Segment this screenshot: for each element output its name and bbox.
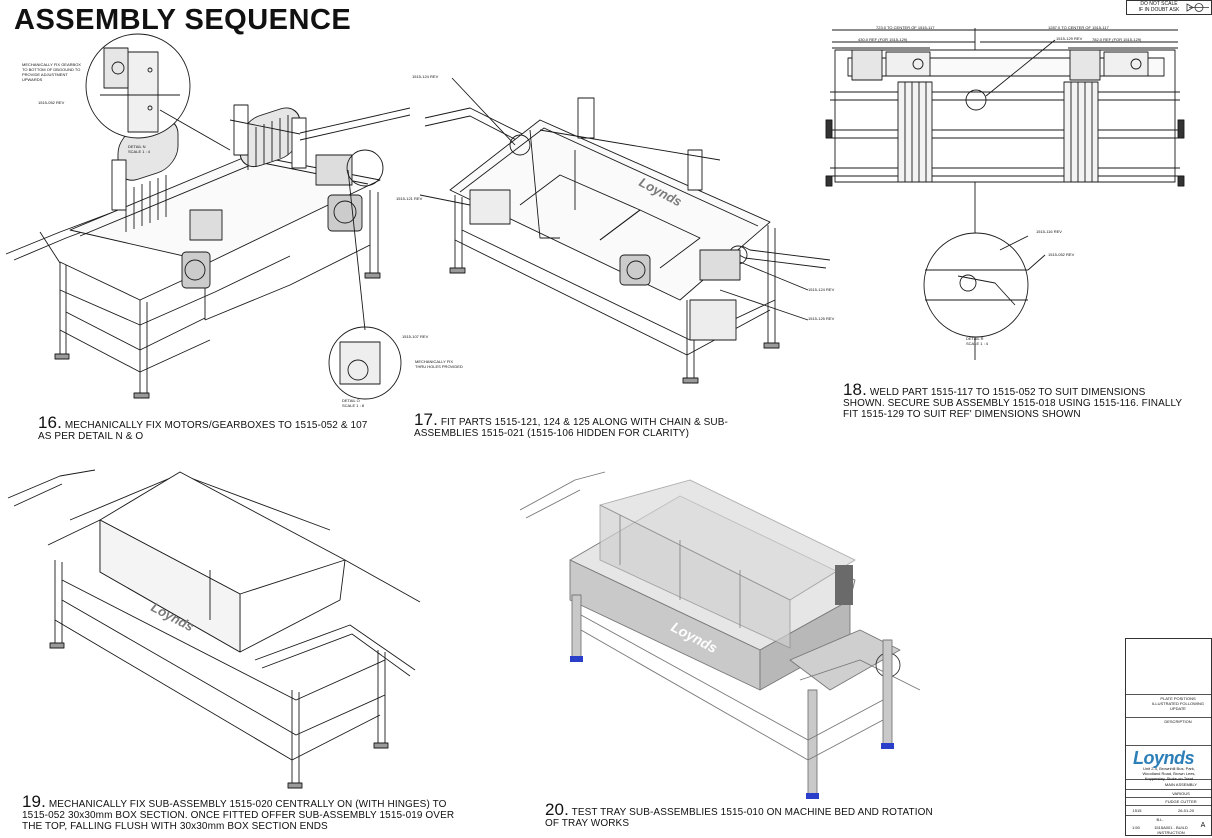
step16-machine [5, 33, 411, 400]
step18-plan [825, 28, 1185, 360]
callout-1515-116: 1515-116 REV [1036, 229, 1062, 234]
drawing-scale: 1:50 [1132, 825, 1140, 830]
callout-1515-107: 1515-107 REV [402, 334, 429, 339]
page-title: ASSEMBLY SEQUENCE [14, 4, 352, 36]
stamp-line-2: IF IN DOUBT ASK [1138, 7, 1180, 13]
sheet-size: A [1200, 822, 1206, 829]
step-19-number: 19. [22, 792, 46, 811]
dim-ref-right: 782.0 REF (FOR 1515-129) [1092, 37, 1142, 42]
detail-r-scale: SCALE 1 : 4 [966, 341, 989, 346]
callout-1515-124-top: 1515-124 REV [412, 74, 439, 79]
company-logo: Loynds [1133, 748, 1195, 768]
component-name: MAIN ASSEMBLY [1164, 782, 1198, 787]
company-address: Unit 2-4, Brownhill Bus. Park, Woodland … [1142, 766, 1196, 781]
project-number: 1515 [1132, 808, 1142, 813]
callout-1515-052: 1515-052 REV [38, 100, 65, 105]
step-20-text-2: OF TRAY WORKS [545, 818, 630, 829]
step-19-caption: 19. MECHANICALLY FIX SUB-ASSEMBLY 1515-0… [22, 793, 455, 832]
title-block: PLATE POSITIONS ILLUSTRATED FOLLOWING UP… [1125, 638, 1212, 836]
callout-1515-124: 1515-124 REV [808, 287, 835, 292]
step17-machine: Loynds [419, 77, 831, 384]
step-18-text-2: SHOWN. SECURE SUB ASSEMBLY 1515-018 USIN… [843, 398, 1183, 409]
callout-1515-121: 1515-121 REV [396, 196, 423, 201]
step-17-text-1: FIT PARTS 1515-121, 124 & 125 ALONG WITH… [440, 417, 728, 428]
step-19-text-1: MECHANICALLY FIX SUB-ASSEMBLY 1515-020 C… [48, 799, 447, 810]
step-20-text-1: TEST TRAY SUB-ASSEMBLIES 1515-010 ON MAC… [571, 807, 933, 818]
step20-machine: Loynds [519, 471, 921, 799]
detail-n-scale: SCALE 1 : 4 [128, 149, 151, 154]
revision-desc-1: PLATE POSITIONS [1160, 696, 1196, 701]
drawing-number: 1515A001 - BUILD INSTRUCTION [1154, 825, 1188, 835]
description-label: DESCRIPTION [1164, 719, 1192, 724]
step-16-caption: 16. MECHANICALLY FIX MOTORS/GEARBOXES TO… [38, 414, 368, 442]
holes-note: MECHANICALLY FIX THRU HOLES PROVIDED [415, 359, 463, 369]
dim-left: 723.0 TO CENTER OF 1515-117 [876, 25, 935, 30]
detail-r-label: DETAIL R [966, 336, 984, 341]
step-16-number: 16. [38, 413, 62, 432]
step-16-text-2: AS PER DETAIL N & O [38, 431, 144, 442]
revision-desc-2: ILLUSTRATED FOLLOWING [1152, 701, 1204, 706]
revision-desc-3: UPDATE [1170, 706, 1186, 711]
step-18-caption: 18. WELD PART 1515-117 TO 1515-052 TO SU… [843, 381, 1183, 420]
detail-o-scale: SCALE 1 : 8 [342, 403, 365, 408]
step-18-text-1: WELD PART 1515-117 TO 1515-052 TO SUIT D… [869, 387, 1146, 398]
step-18-text-3: FIT 1515-129 TO SUIT REF' DIMENSIONS SHO… [843, 409, 1081, 420]
detail-n-label: DETAIL N [128, 144, 146, 149]
step19-machine: Loynds [7, 469, 421, 789]
step-18-number: 18. [843, 380, 867, 399]
drawing-date: 26-01-20 [1177, 808, 1194, 813]
detail-n-note: MECHANICALLY FIX GEARBOX TO BOTTOM OF DB… [22, 62, 81, 82]
detail-o-label: DETAIL O [342, 398, 360, 403]
callout-1515-125: 1515-125 REV [808, 316, 835, 321]
drawn-by: B.L. [1156, 817, 1164, 822]
step-16-text-1: MECHANICALLY FIX MOTORS/GEARBOXES TO 151… [64, 420, 368, 431]
callout-1515-052b: 1515-052 REV [1048, 252, 1075, 257]
step-17-caption: 17. FIT PARTS 1515-121, 124 & 125 ALONG … [414, 411, 728, 439]
gear-symbol-icon [1186, 3, 1209, 12]
stamp-line-1: DO NOT SCALE [1140, 1, 1178, 7]
step-17-text-2: ASSEMBLIES 1515-021 (1515-106 HIDDEN FOR… [414, 428, 690, 439]
dim-ref-left: 430.0 REF (FOR 1515-129) [858, 37, 908, 42]
step-20-caption: 20. TEST TRAY SUB-ASSEMBLIES 1515-010 ON… [545, 801, 933, 829]
dim-right: 1287.0 TO CENTER OF 1515-117 [1048, 25, 1109, 30]
step-17-number: 17. [414, 410, 438, 429]
callout-1515-129: 1515-129 REV [1056, 36, 1083, 41]
step-20-number: 20. [545, 800, 569, 819]
step-19-text-2: 1515-052 30x30mm BOX SECTION. ONCE FITTE… [22, 810, 455, 821]
variant-name: VARIOUS [1172, 791, 1190, 796]
machine-name: FUDGE CUTTER [1165, 799, 1197, 804]
step-19-text-3: THE TOP, FALLING FLUSH WITH 30x30mm BOX … [22, 821, 328, 832]
